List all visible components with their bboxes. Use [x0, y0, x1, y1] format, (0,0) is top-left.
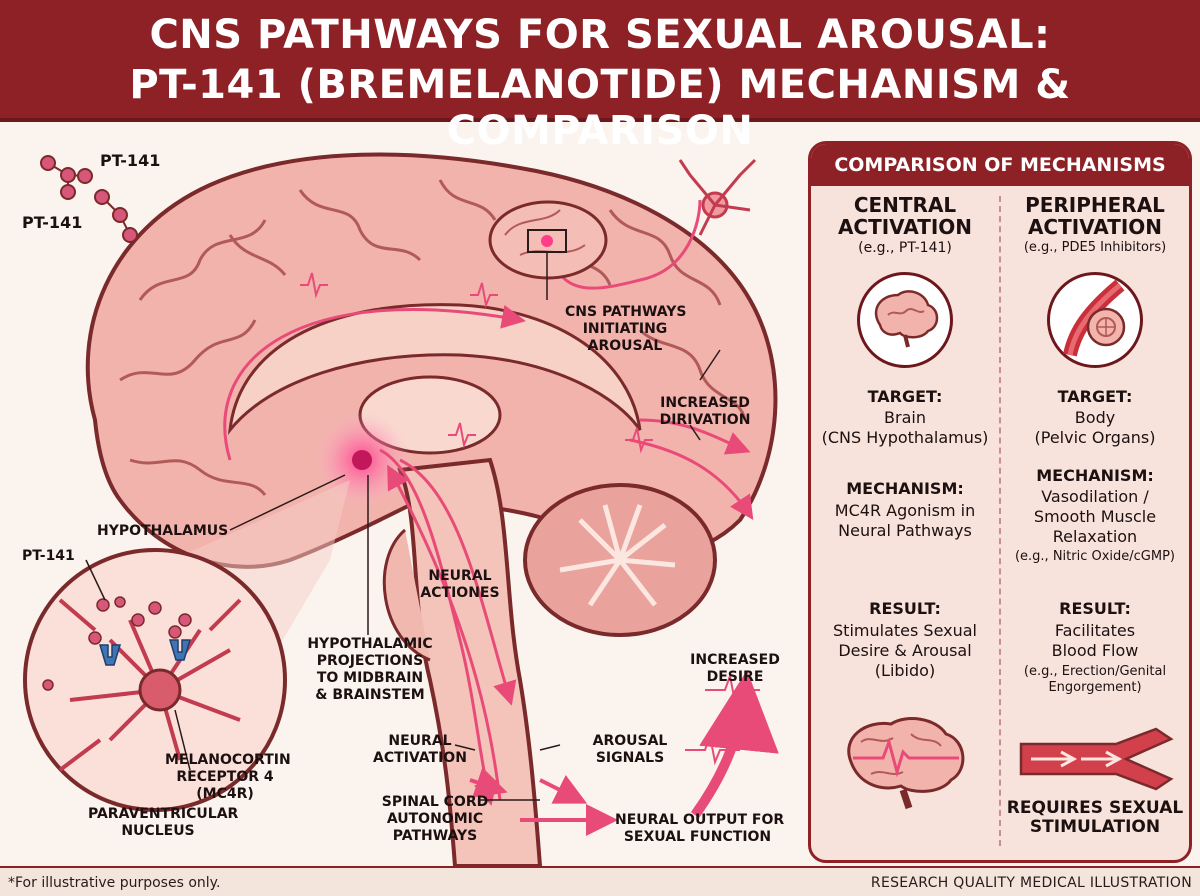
pt141-label-top: PT-141 [100, 151, 161, 170]
central-result-value: Stimulates Sexual Desire & Arousal (Libi… [833, 621, 977, 680]
peripheral-mechanism-label: MECHANISM: [1036, 466, 1154, 485]
neural-activation-label: NEURAL ACTIVATION [373, 733, 467, 766]
central-target-value: Brain (CNS Hypothalamus) [821, 408, 989, 447]
comparison-title: COMPARISON OF MECHANISMS [811, 144, 1189, 186]
central-mechanism-label: MECHANISM: [846, 479, 964, 498]
arousal-signals-label: AROUSAL SIGNALS [592, 733, 668, 766]
central-activation-column: CENTRAL ACTIVATION (e.g., PT-141) TARGET… [811, 144, 999, 860]
page-title-line2: PT-141 (BREMELANOTIDE) MECHANISM & COMPA… [129, 62, 1071, 154]
central-target-label: TARGET: [867, 387, 943, 406]
brain-activity-icon [841, 712, 971, 816]
brain-sagittal-svg [23, 152, 779, 868]
mc4r-label: MELANOCORTIN RECEPTOR 4 (MC4R) [165, 752, 291, 802]
gyri-folds [119, 179, 747, 496]
desire-arrow [690, 670, 779, 818]
cerebellum [523, 483, 717, 637]
increased-dirivation-label: INCREASED DIRIVATION [659, 395, 751, 428]
column-divider [999, 196, 1001, 846]
credit-text: RESEARCH QUALITY MEDICAL ILLUSTRATION [870, 875, 1192, 891]
central-result-label: RESULT: [869, 599, 941, 618]
disclaimer-text: *For illustrative purposes only. [8, 875, 221, 891]
hypothalamus-label: HYPOTHALAMUS [97, 523, 229, 539]
spinal-cord-label: SPINAL CORD AUTONOMIC PATHWAYS [381, 794, 489, 844]
central-mechanism-value: MC4R Agonism in Neural Pathways [834, 501, 976, 540]
blood-vessel-icon [1047, 272, 1143, 368]
page-title-line1: CNS PATHWAYS FOR SEXUAL AROUSAL: [149, 12, 1051, 58]
neuron-top-right [678, 158, 757, 236]
peripheral-target-label: TARGET: [1057, 387, 1133, 406]
pt141-label-left: PT-141 [22, 213, 83, 232]
hypothalamic-projections-label: HYPOTHALAMIC PROJECTIONS TO MIDBRAIN & B… [307, 636, 433, 703]
peripheral-target-value: Body (Pelvic Organs) [1034, 408, 1156, 447]
cns-pathways-label: CNS PATHWAYS INITIATING AROUSAL [565, 304, 687, 354]
peripheral-result-note: (e.g., Erection/Genital Engorgement) [1023, 664, 1167, 695]
peripheral-example: (e.g., PDE5 Inhibitors) [1023, 240, 1167, 255]
comparison-panel: COMPARISON OF MECHANISMS CENTRAL ACTIVAT… [808, 141, 1192, 863]
peripheral-heading: PERIPHERAL ACTIVATION [1025, 193, 1165, 239]
peripheral-result-label: RESULT: [1059, 599, 1131, 618]
peripheral-activation-column: PERIPHERAL ACTIVATION (e.g., PDE5 Inhibi… [1001, 144, 1189, 860]
pt141-molecules [40, 155, 138, 243]
small-brain-inset [488, 200, 608, 300]
pt141-inset-label: PT-141 [22, 548, 75, 564]
title-banner: CNS PATHWAYS FOR SEXUAL AROUSAL: PT-141 … [0, 0, 1200, 154]
paraventricular-label: PARAVENTRICULAR NUCLEUS [88, 806, 239, 839]
neural-output-label: NEURAL OUTPUT FOR SEXUAL FUNCTION [615, 812, 785, 845]
peripheral-mechanism-note: (e.g., Nitric Oxide/cGMP) [1014, 549, 1176, 564]
leader-lines [85, 349, 721, 801]
neural-actiones-label: NEURAL ACTIONES [420, 568, 500, 601]
paraventricular-inset [23, 548, 287, 812]
peripheral-mechanism-value: Vasodilation / Smooth Muscle Relaxation [1033, 487, 1157, 546]
peripheral-result-value: Facilitates Blood Flow [1051, 621, 1139, 660]
blood-flow-icon [1016, 724, 1176, 798]
requires-stimulation-note: REQUIRES SEXUAL STIMULATION [1006, 798, 1184, 837]
brain-illustration: PT-141 PT-141 CNS PATHWAYS INITIATING AR… [0, 126, 800, 868]
footer: *For illustrative purposes only. RESEARC… [0, 866, 1200, 896]
central-heading: CENTRAL ACTIVATION [837, 193, 973, 239]
central-example: (e.g., PT-141) [858, 240, 952, 256]
brain-icon [857, 272, 953, 368]
increased-desire-label: INCREASED DESIRE [690, 652, 780, 685]
